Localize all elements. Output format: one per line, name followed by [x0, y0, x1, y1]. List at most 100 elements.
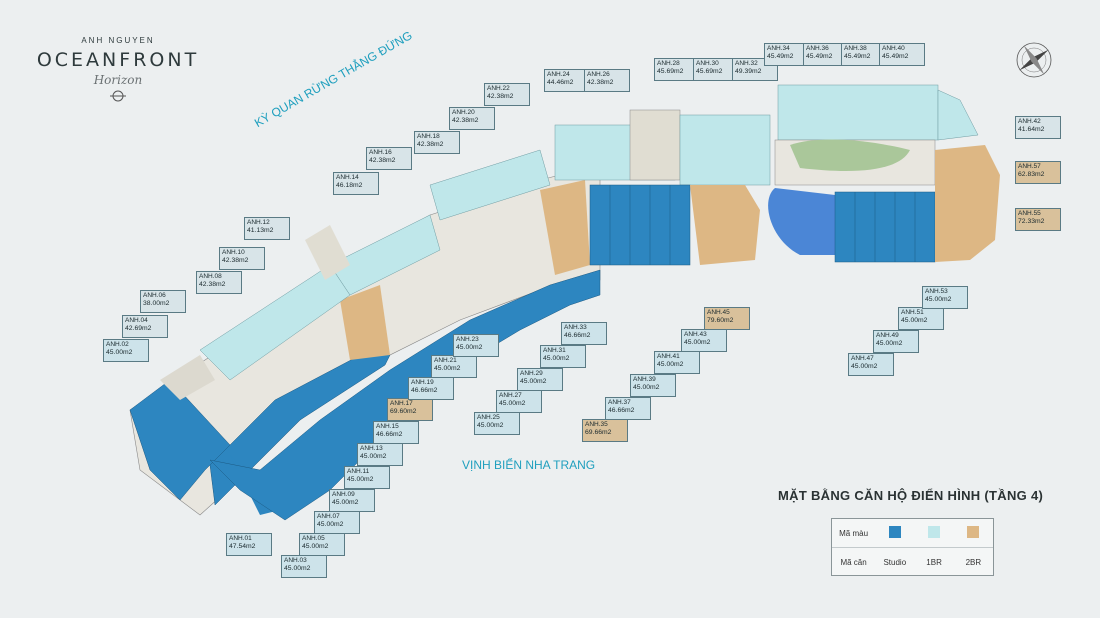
unit-fine-print [369, 164, 409, 168]
unit-id: ANH.12 [247, 219, 270, 226]
unit-fine-print [1018, 133, 1058, 137]
unit-fine-print [317, 528, 357, 532]
unit-fine-print [876, 347, 916, 351]
unit-fine-print [499, 407, 539, 411]
unit-id: ANH.23 [456, 336, 479, 343]
unit-id: ANH.49 [876, 332, 899, 339]
unit-fine-print [844, 60, 884, 64]
unit-fine-print [1018, 225, 1058, 229]
unit-area: 42.38m2 [487, 92, 514, 100]
unit-area: 72.33m2 [1018, 217, 1045, 225]
unit-area: 49.39m2 [735, 67, 762, 75]
unit-fine-print [1018, 178, 1058, 182]
unit-id: ANH.31 [543, 347, 566, 354]
unit-id: ANH.15 [376, 423, 399, 430]
unit-id: ANH.53 [925, 288, 948, 295]
caption-bay: VỊNH BIỂN NHA TRANG [462, 458, 596, 472]
legend: Mã màu Mã căn Studio 1BR 2BR [831, 518, 994, 576]
unit-id: ANH.09 [332, 491, 355, 498]
unit-fine-print [564, 339, 604, 343]
unit-area: 45.00m2 [284, 564, 311, 572]
unit-id: ANH.03 [284, 557, 307, 564]
unit-area: 45.00m2 [633, 383, 660, 391]
unit-fine-print [229, 550, 269, 554]
unit-fine-print [684, 346, 724, 350]
unit-fine-print [806, 60, 846, 64]
unit-id: ANH.16 [369, 149, 392, 156]
unit-area: 45.00m2 [499, 399, 526, 407]
unit-fine-print [657, 368, 697, 372]
unit-id: ANH.29 [520, 370, 543, 377]
unit-area: 42.69m2 [125, 324, 152, 332]
legend-type-row: Mã căn Studio 1BR 2BR [832, 547, 993, 576]
unit-fine-print [411, 394, 451, 398]
unit-area: 42.38m2 [587, 78, 614, 86]
unit-fine-print [585, 436, 625, 440]
brand-logo: ANH NGUYEN OCEANFRONT Horizon [28, 36, 208, 108]
unit-fine-print [477, 429, 517, 433]
unit-id: ANH.02 [106, 341, 129, 348]
unit-area: 45.49m2 [882, 52, 909, 60]
unit-area: 46.66m2 [411, 386, 438, 394]
unit-area: 45.00m2 [477, 421, 504, 429]
legend-swatch-2br [967, 526, 980, 538]
unit-area: 47.54m2 [229, 542, 256, 550]
unit-fine-print [487, 100, 527, 104]
unit-id: ANH.04 [125, 317, 148, 324]
unit-id: ANH.06 [143, 292, 166, 299]
unit-id: ANH.26 [587, 71, 610, 78]
unit-fine-print [735, 75, 775, 79]
unit-fine-print [360, 460, 400, 464]
unit-id: ANH.21 [434, 357, 457, 364]
unit-area: 42.38m2 [222, 256, 249, 264]
unit-id: ANH.13 [360, 445, 383, 452]
unit-area: 45.00m2 [434, 364, 461, 372]
unit-area: 41.13m2 [247, 226, 274, 234]
unit-fine-print [547, 86, 587, 90]
unit-id: ANH.55 [1018, 210, 1041, 217]
unit-id: ANH.27 [499, 392, 522, 399]
unit-area: 45.00m2 [456, 343, 483, 351]
unit-area: 69.60m2 [390, 407, 417, 415]
unit-fine-print [125, 332, 165, 336]
unit-id: ANH.25 [477, 414, 500, 421]
unit-id: ANH.41 [657, 353, 680, 360]
building-right-wing [768, 84, 1000, 263]
unit-area: 44.46m2 [547, 78, 574, 86]
unit-id: ANH.33 [564, 324, 587, 331]
brand-emblem-icon [110, 90, 126, 102]
building-left-wing [129, 149, 601, 521]
unit-area: 45.00m2 [302, 542, 329, 550]
unit-id: ANH.42 [1018, 118, 1041, 125]
unit-id: ANH.14 [336, 174, 359, 181]
unit-area: 45.00m2 [106, 348, 133, 356]
unit-area: 46.18m2 [336, 181, 363, 189]
unit-area: 46.66m2 [564, 331, 591, 339]
unit-id: ANH.43 [684, 331, 707, 338]
unit-id: ANH.51 [901, 309, 924, 316]
unit-id: ANH.57 [1018, 163, 1041, 170]
unit-fine-print [657, 75, 697, 79]
unit-fine-print [332, 506, 372, 510]
unit-id: ANH.17 [390, 400, 413, 407]
unit-id: ANH.36 [806, 45, 829, 52]
unit-area: 45.00m2 [347, 475, 374, 483]
